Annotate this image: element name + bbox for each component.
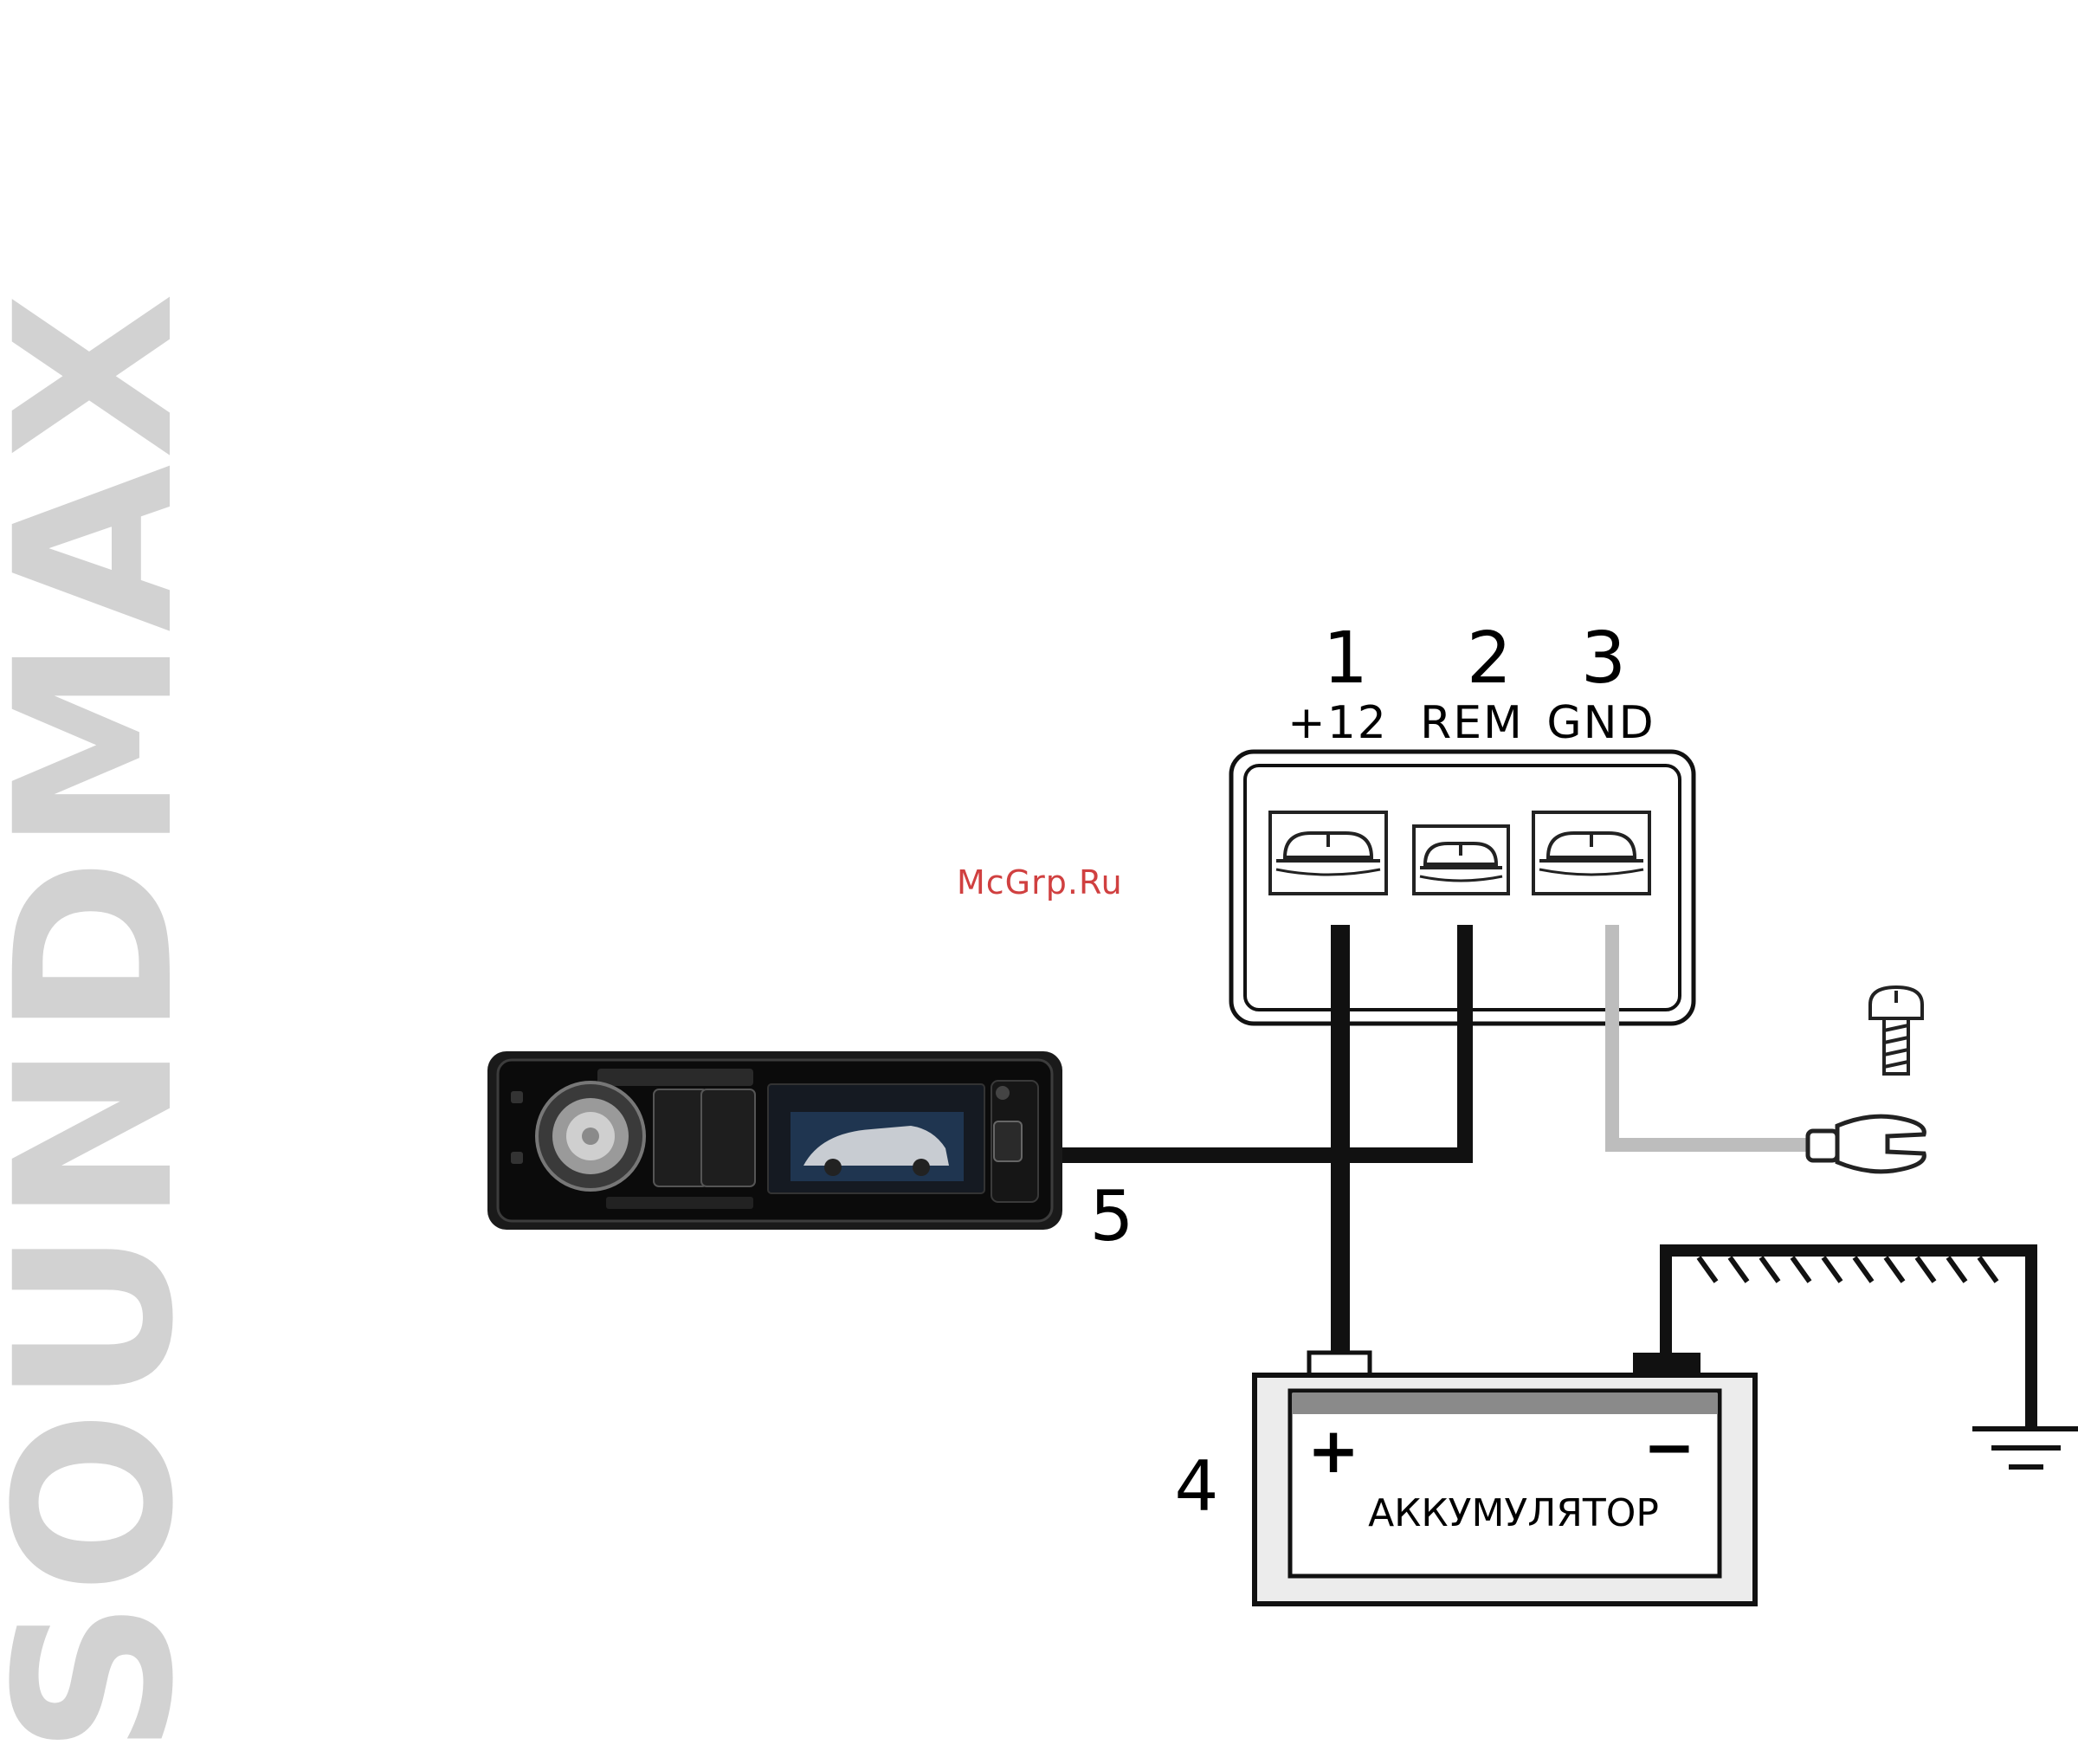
terminal-3-screw [1533,812,1649,894]
terminal-2-label: REM [1420,697,1524,749]
terminal-1-label: +12 [1287,697,1388,749]
ring-lug-icon [1808,1116,1924,1172]
head-unit [487,1051,1062,1230]
terminal-2-screw [1414,826,1508,894]
screw-icon [1870,987,1922,1074]
callout-battery: 4 [1175,1446,1219,1527]
earth-ground-icon [1972,1429,2078,1467]
watermark-text: McGrp.Ru [957,863,1123,901]
battery-label: АККУМУЛЯТОР [1368,1491,1659,1535]
terminal-3-number: 3 [1581,617,1626,700]
brand-logo: SOUNDMAX [0,288,221,1755]
callout-head-unit: 5 [1090,1176,1134,1257]
battery: + − АККУМУЛЯТОР [1255,1353,1755,1604]
terminal-1-screw [1270,812,1386,894]
terminal-1-number: 1 [1323,617,1368,700]
brand-text: SOUNDMAX [0,288,221,1755]
battery-minus-sign: − [1643,1411,1695,1483]
battery-plus-sign: + [1307,1414,1359,1487]
chassis-hatching [1699,1257,1997,1282]
terminal-3-label: GND [1546,697,1655,749]
terminal-2-number: 2 [1467,617,1512,700]
